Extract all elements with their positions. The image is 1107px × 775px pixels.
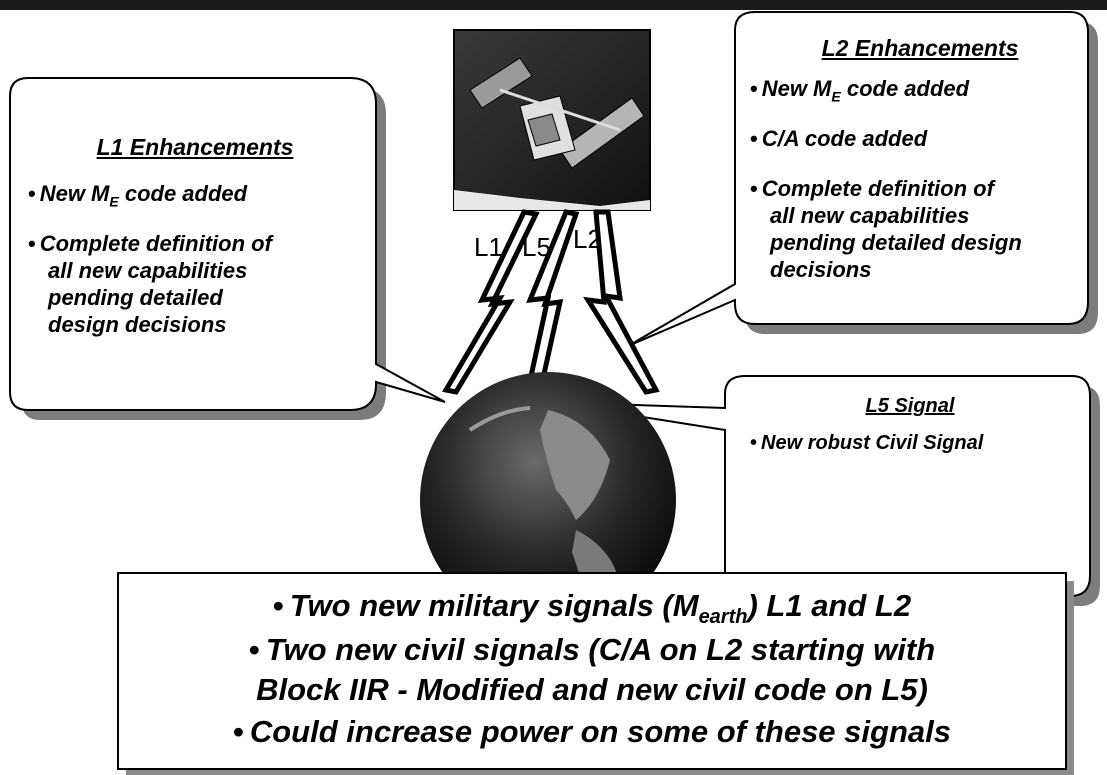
l2-bullet-2: •C/A code added xyxy=(750,125,927,152)
earth-limb xyxy=(454,190,650,210)
l1-bullet-1-dot: • xyxy=(28,181,36,206)
l5-bullet-1: •New robust Civil Signal xyxy=(750,430,983,457)
summary-line-1: •Two new military signals (Mearth) L1 an… xyxy=(118,588,1066,635)
summary-line-1-sub: earth xyxy=(698,606,748,629)
l2-title: L2 Enhancements xyxy=(821,35,1019,61)
summary-line-2: •Two new civil signals (C/A on L2 starti… xyxy=(118,632,1066,667)
signal-label-l1: L1 xyxy=(474,232,503,262)
l1-bullet-2-dot: • xyxy=(28,231,36,256)
l1-callout xyxy=(9,77,446,411)
l2-bullet-3-line1: Complete definition of xyxy=(761,176,994,201)
summary-line-1-post: ) L1 and L2 xyxy=(747,588,912,623)
l2-bullet-1-sub: E xyxy=(831,88,841,105)
top-bar xyxy=(0,0,1107,10)
summary-box xyxy=(117,572,1067,770)
summary-line-4: •Could increase power on some of these s… xyxy=(118,714,1066,749)
l2-bullet-3-line2: all new capabilities xyxy=(770,203,970,228)
signal-label-l2: L2 xyxy=(573,224,602,254)
l1-bolt xyxy=(442,209,540,395)
signal-label-l5: L5 xyxy=(522,232,551,262)
l1-bullet-1-post: code added xyxy=(118,181,248,206)
l5-bullet-1-text: New robust Civil Signal xyxy=(761,432,984,454)
l2-bullet-3-line3: pending detailed design xyxy=(770,230,1022,255)
satellite-icon xyxy=(469,57,645,169)
l1-bullet-2-line3: pending detailed xyxy=(48,285,223,310)
globe-highlight xyxy=(468,406,531,432)
l1-bullet-2: •Complete definition of all new capabili… xyxy=(28,230,272,338)
l1-bullet-1: •New ME code added xyxy=(28,180,247,215)
l1-bullet-2-line1: Complete definition of xyxy=(39,231,272,256)
globe-continent-north xyxy=(540,410,610,520)
l1-bullet-1-pre: New M xyxy=(39,181,110,206)
l1-bullet-2-line2: all new capabilities xyxy=(48,258,248,283)
l2-bullet-1-post: code added xyxy=(840,76,970,101)
l2-bullet-1-pre: New M xyxy=(761,76,832,101)
summary-line-4-dot: • xyxy=(233,714,244,749)
l2-bolt xyxy=(583,209,660,395)
summary-line-3: Block IIR - Modified and new civil code … xyxy=(118,672,1066,707)
l2-bullet-1: •New ME code added xyxy=(750,75,969,110)
summary-line-3-text: Block IIR - Modified and new civil code … xyxy=(256,672,928,707)
l5-bullet-1-dot: • xyxy=(750,432,758,454)
summary-line-1-dot: • xyxy=(272,588,284,623)
l2-bullet-3-dot: • xyxy=(750,176,758,201)
summary-line-4-text: Could increase power on some of these si… xyxy=(249,714,951,749)
l1-title: L1 Enhancements xyxy=(96,134,294,160)
l1-bullet-2-line4: design decisions xyxy=(48,312,227,337)
l2-bullet-1-dot: • xyxy=(750,76,758,101)
l2-bullet-3: •Complete definition of all new capabili… xyxy=(750,175,1022,283)
summary-line-1-pre: Two new military signals (M xyxy=(289,588,699,623)
l1-bullet-1-sub: E xyxy=(109,193,119,210)
l2-bullet-2-dot: • xyxy=(750,126,758,151)
summary-line-2-dot: • xyxy=(248,632,260,667)
summary-line-2-text: Two new civil signals (C/A on L2 startin… xyxy=(265,632,936,667)
l2-callout xyxy=(627,11,1089,347)
l2-bullet-2-text: C/A code added xyxy=(761,126,928,151)
l2-bullet-3-line4: decisions xyxy=(770,257,872,282)
l5-title: L5 Signal xyxy=(865,395,955,417)
